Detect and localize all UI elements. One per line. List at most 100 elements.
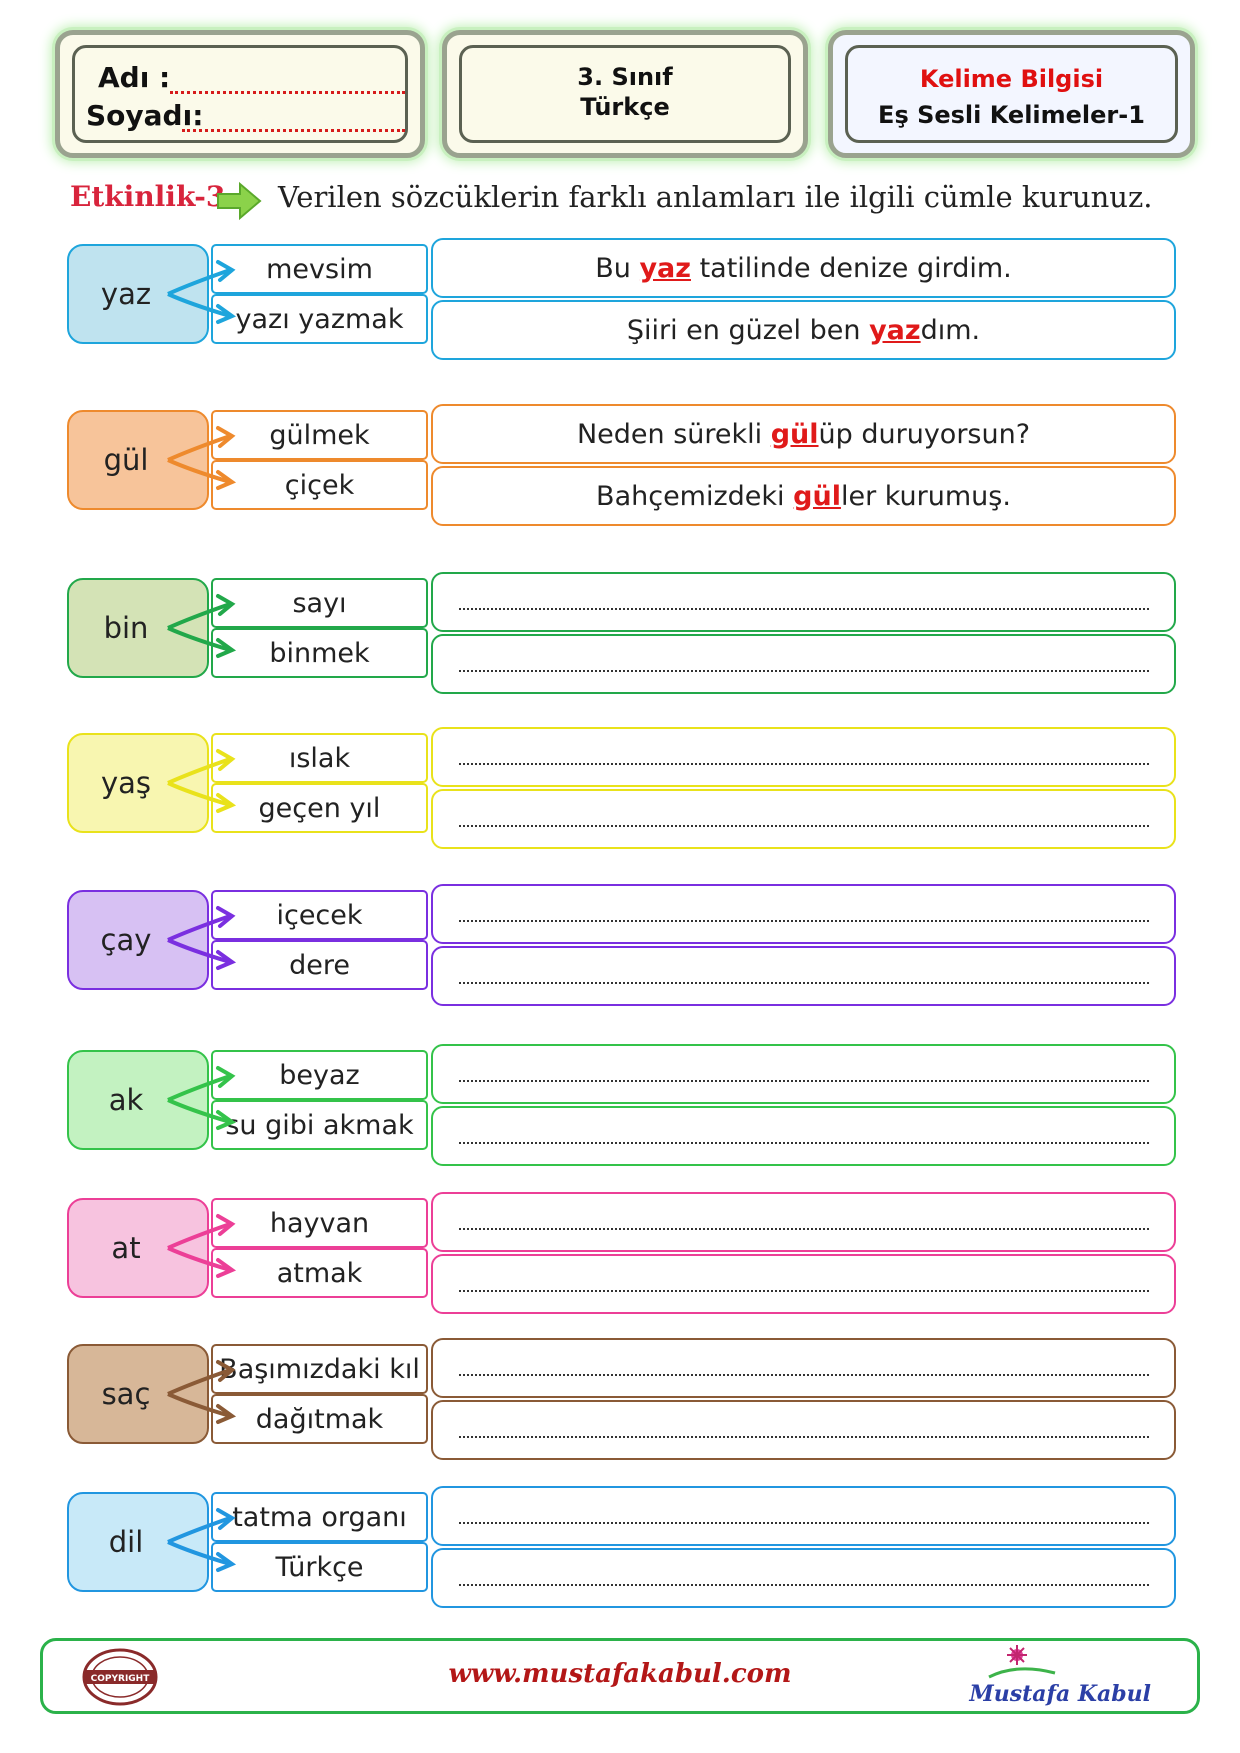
highlighted-word: yaz (869, 314, 921, 346)
word-box-8: dil (67, 1492, 209, 1592)
flower-logo-icon (988, 1645, 1056, 1679)
meaning-box: beyaz (211, 1050, 428, 1100)
sentence-answer-field[interactable] (431, 727, 1176, 787)
sentence-text: tatilinde denize girdim. (690, 252, 1012, 284)
topic-label: Kelime Bilgisi (919, 65, 1104, 93)
sentence-answer-field[interactable] (431, 1486, 1176, 1546)
meaning-box: dere (211, 940, 428, 990)
word-label: yaz (100, 277, 152, 311)
word-label: bin (103, 611, 149, 645)
sentence-text: üp duruyorsun? (818, 418, 1031, 450)
website-link[interactable]: www.mustafakabul.com (448, 1659, 792, 1689)
connector-arrows-icon (167, 594, 237, 658)
sentence-answer-field[interactable] (431, 1192, 1176, 1252)
connector-arrows-icon (167, 260, 237, 324)
meaning-box: atmak (211, 1248, 428, 1298)
surname-field[interactable] (182, 129, 405, 132)
meaning-box: dağıtmak (211, 1394, 428, 1444)
meaning-box: Türkçe (211, 1542, 428, 1592)
dotted-answer-line (458, 763, 1149, 765)
surname-label: Soyadı: (86, 99, 204, 132)
word-label: çay (100, 923, 152, 957)
meaning-box: gülmek (211, 410, 428, 460)
copyright-seal-icon: COPYRIGHT (82, 1648, 158, 1706)
sentence-answer-field[interactable] (431, 1106, 1176, 1166)
meaning-box: sayı (211, 578, 428, 628)
sentence-text: dım. (920, 314, 981, 346)
word-box-7: saç (67, 1344, 209, 1444)
word-label: saç (101, 1377, 151, 1411)
word-box-1: gül (67, 410, 209, 510)
highlighted-word: gül (793, 480, 841, 512)
dotted-answer-line (458, 1142, 1149, 1144)
sentence-answer-field[interactable] (431, 1044, 1176, 1104)
dotted-answer-line (458, 1584, 1149, 1586)
dotted-answer-line (458, 1374, 1149, 1376)
activity-label: Etkinlik-3 (70, 180, 226, 213)
dotted-answer-line (458, 1228, 1149, 1230)
meaning-box: mevsim (211, 244, 428, 294)
dotted-answer-line (458, 825, 1149, 827)
word-label: gül (103, 443, 149, 477)
right-arrow-icon (217, 181, 262, 221)
sentence-answer-field[interactable] (431, 884, 1176, 944)
name-frame: Adı : Soyadı: (55, 30, 425, 158)
sentence-box: Bu yaz tatilinde denize girdim. (431, 238, 1176, 298)
subtopic-label: Eş Sesli Kelimeler-1 (878, 101, 1145, 129)
sentence-answer-field[interactable] (431, 946, 1176, 1006)
meaning-box: yazı yazmak (211, 294, 428, 344)
subject-label: Türkçe (580, 93, 670, 121)
word-box-6: at (67, 1198, 209, 1298)
word-label: ak (108, 1083, 144, 1117)
sentence-text: Bu (595, 252, 640, 284)
word-box-4: çay (67, 890, 209, 990)
topic-frame: Kelime Bilgisi Eş Sesli Kelimeler-1 (828, 30, 1195, 158)
author-signature: Mustafa Kabul (969, 1681, 1151, 1707)
name-field[interactable] (170, 91, 405, 94)
dotted-answer-line (458, 1522, 1149, 1524)
word-box-3: yaş (67, 733, 209, 833)
meaning-box: binmek (211, 628, 428, 678)
dotted-answer-line (458, 1436, 1149, 1438)
grade-label: 3. Sınıf (577, 63, 673, 91)
instruction-text: Verilen sözcüklerin farklı anlamları ile… (278, 180, 1153, 214)
dotted-answer-line (458, 920, 1149, 922)
meaning-box: tatma organı (211, 1492, 428, 1542)
sentence-answer-field[interactable] (431, 1548, 1176, 1608)
connector-arrows-icon (167, 749, 237, 813)
sentence-answer-field[interactable] (431, 1254, 1176, 1314)
meaning-box: hayvan (211, 1198, 428, 1248)
sentence-answer-field[interactable] (431, 634, 1176, 694)
dotted-answer-line (458, 608, 1149, 610)
sentence-text: Neden sürekli (576, 418, 771, 450)
word-box-0: yaz (67, 244, 209, 344)
connector-arrows-icon (167, 1360, 237, 1424)
connector-arrows-icon (167, 906, 237, 970)
meaning-box: su gibi akmak (211, 1100, 428, 1150)
connector-arrows-icon (167, 1214, 237, 1278)
dotted-answer-line (458, 982, 1149, 984)
word-label: yaş (100, 766, 152, 800)
meaning-box: içecek (211, 890, 428, 940)
dotted-answer-line (458, 670, 1149, 672)
connector-arrows-icon (167, 1066, 237, 1130)
sentence-answer-field[interactable] (431, 1400, 1176, 1460)
sentence-text: Şiiri en güzel ben (626, 314, 870, 346)
sentence-text: ler kurumuş. (840, 480, 1011, 512)
connector-arrows-icon (167, 426, 237, 490)
meaning-box: Başımızdaki kıl (211, 1344, 428, 1394)
highlighted-word: yaz (639, 252, 691, 284)
word-box-5: ak (67, 1050, 209, 1150)
sentence-answer-field[interactable] (431, 572, 1176, 632)
connector-arrows-icon (167, 1508, 237, 1572)
highlighted-word: gül (770, 418, 819, 450)
name-label: Adı : (98, 61, 171, 94)
word-label: dil (108, 1525, 144, 1559)
word-box-2: bin (67, 578, 209, 678)
sentence-answer-field[interactable] (431, 789, 1176, 849)
sentence-answer-field[interactable] (431, 1338, 1176, 1398)
dotted-answer-line (458, 1290, 1149, 1292)
